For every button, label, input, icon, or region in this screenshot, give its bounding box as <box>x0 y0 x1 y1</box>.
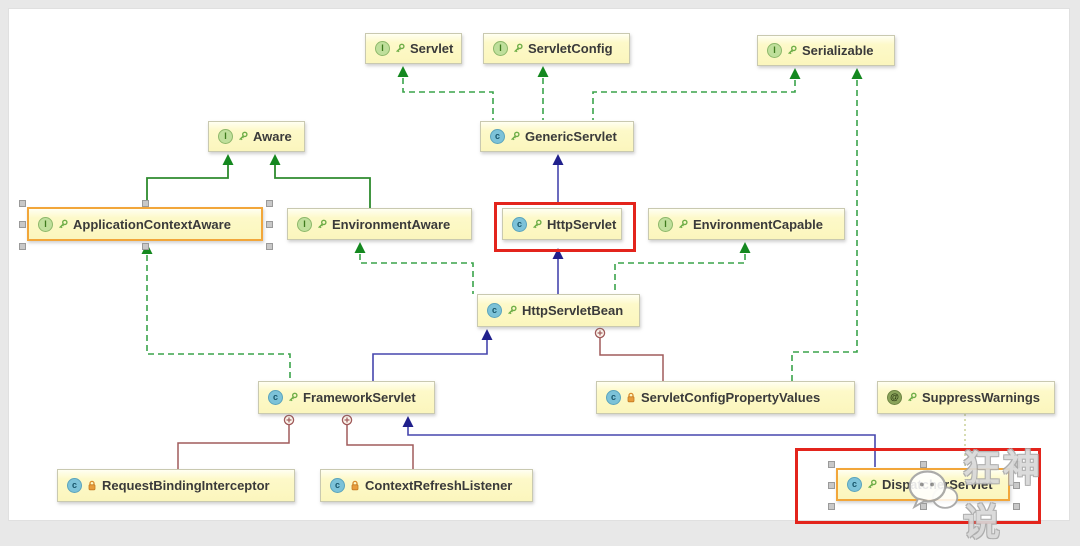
class-name-label: GenericServlet <box>525 129 617 144</box>
class-icon: c <box>268 390 283 405</box>
class-node-suppress-warnings[interactable]: @ SuppressWarnings <box>877 381 1055 414</box>
class-node-aware[interactable]: I Aware <box>208 121 305 152</box>
public-key-icon <box>679 219 688 228</box>
class-name-label: Servlet <box>410 41 454 56</box>
class-node-serializable[interactable]: I Serializable <box>757 35 895 66</box>
class-node-framework-servlet[interactable]: c FrameworkServlet <box>258 381 435 414</box>
class-icon: c <box>67 478 82 493</box>
class-name-label: RequestBindingInterceptor <box>102 478 270 493</box>
selection-handle[interactable] <box>19 243 26 250</box>
public-key-icon <box>289 392 298 402</box>
class-name-label: DispatcherServlet <box>882 477 993 492</box>
public-key-icon <box>318 219 327 228</box>
class-node-application-context-aware[interactable]: I ApplicationContextAware <box>27 207 263 241</box>
class-node-environment-capable[interactable]: I EnvironmentCapable <box>648 208 845 240</box>
public-key-icon <box>533 219 542 228</box>
class-name-label: HttpServlet <box>547 216 617 232</box>
class-name-label: EnvironmentAware <box>332 216 451 232</box>
class-name-label: FrameworkServlet <box>303 390 416 405</box>
class-node-http-servlet-bean[interactable]: c HttpServletBean <box>477 294 640 327</box>
class-node-servlet-config-property-values[interactable]: c ServletConfigPropertyValues <box>596 381 855 414</box>
class-node-request-binding-interceptor[interactable]: c RequestBindingInterceptor <box>57 469 295 502</box>
class-node-http-servlet[interactable]: c HttpServlet <box>502 208 622 240</box>
class-name-label: ApplicationContextAware <box>73 216 231 232</box>
selection-handle[interactable] <box>266 200 273 207</box>
public-key-icon <box>868 479 877 489</box>
interface-icon: I <box>297 216 312 232</box>
class-node-servlet[interactable]: I Servlet <box>365 33 462 64</box>
class-icon: c <box>512 216 527 232</box>
selection-handle[interactable] <box>19 200 26 207</box>
class-node-generic-servlet[interactable]: c GenericServlet <box>480 121 634 152</box>
annotation-icon: @ <box>887 390 902 405</box>
public-key-icon <box>511 131 520 141</box>
public-key-icon <box>908 392 917 402</box>
diagram-canvas <box>8 8 1070 521</box>
interface-icon: I <box>38 216 53 232</box>
selection-handle[interactable] <box>142 243 149 250</box>
class-name-label: ServletConfig <box>528 41 613 56</box>
class-name-label: EnvironmentCapable <box>693 216 824 232</box>
selection-handle[interactable] <box>266 243 273 250</box>
class-icon: c <box>606 390 621 405</box>
class-node-environment-aware[interactable]: I EnvironmentAware <box>287 208 472 240</box>
public-key-icon <box>239 131 248 141</box>
private-lock-icon <box>627 392 635 403</box>
selection-handle[interactable] <box>1013 481 1020 489</box>
class-node-context-refresh-listener[interactable]: c ContextRefreshListener <box>320 469 533 502</box>
class-icon: c <box>847 477 862 492</box>
selection-handle[interactable] <box>142 200 149 207</box>
class-name-label: Serializable <box>802 43 874 58</box>
class-name-label: ServletConfigPropertyValues <box>641 390 821 405</box>
class-name-label: SuppressWarnings <box>922 390 1040 405</box>
class-icon: c <box>490 129 505 144</box>
class-node-servlet-config[interactable]: I ServletConfig <box>483 33 630 64</box>
selection-handle[interactable] <box>920 461 927 468</box>
class-node-dispatcher-servlet[interactable]: c DispatcherServlet <box>836 468 1010 501</box>
interface-icon: I <box>658 216 673 232</box>
private-lock-icon <box>88 480 96 491</box>
private-lock-icon <box>351 480 359 491</box>
class-name-label: HttpServletBean <box>522 303 624 318</box>
class-name-label: ContextRefreshListener <box>365 478 513 493</box>
selection-handle[interactable] <box>828 503 835 510</box>
public-key-icon <box>788 45 797 55</box>
public-key-icon <box>514 43 523 53</box>
interface-icon: I <box>218 129 233 144</box>
selection-handle[interactable] <box>266 221 273 228</box>
public-key-icon <box>396 43 405 53</box>
selection-handle[interactable] <box>19 221 26 228</box>
class-icon: c <box>330 478 345 493</box>
selection-handle[interactable] <box>920 503 927 510</box>
selection-handle[interactable] <box>828 481 835 489</box>
selection-handle[interactable] <box>828 461 835 468</box>
selection-handle[interactable] <box>1013 503 1020 510</box>
interface-icon: I <box>493 41 508 56</box>
interface-icon: I <box>375 41 390 56</box>
interface-icon: I <box>767 43 782 58</box>
selection-handle[interactable] <box>1013 461 1020 468</box>
class-icon: c <box>487 303 502 318</box>
class-name-label: Aware <box>253 129 292 144</box>
public-key-icon <box>59 219 68 228</box>
public-key-icon <box>508 305 517 315</box>
